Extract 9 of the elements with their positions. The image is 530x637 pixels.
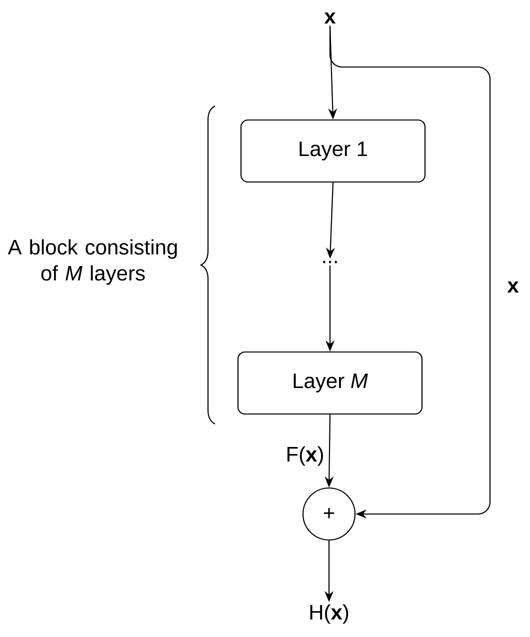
layer-box: Layer 1 xyxy=(240,119,426,183)
layer-box: Layer M xyxy=(237,351,423,415)
block-label: A block consisting of M layers xyxy=(8,239,177,285)
edge-label: F(x) xyxy=(284,445,326,467)
input-symbol: x xyxy=(324,12,336,24)
ellipsis-text: ... xyxy=(323,260,337,264)
edge-label: x xyxy=(506,280,520,294)
output-label: H(x) xyxy=(310,604,348,624)
arrow xyxy=(329,26,491,519)
